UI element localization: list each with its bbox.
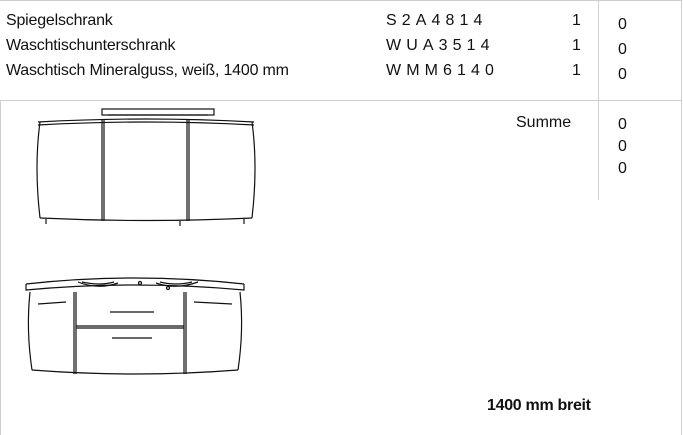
item-names: Spiegelschrank Waschtischunterschrank Wa… <box>6 8 289 83</box>
item-qty: 1 <box>572 11 581 29</box>
sum-value: 0 <box>618 160 627 177</box>
item-name: Waschtischunterschrank <box>6 36 176 54</box>
section-divider <box>0 100 682 101</box>
item-value: 0 <box>618 15 627 33</box>
item-name: Waschtisch Mineralguss, weiß, 1400 mm <box>6 61 289 79</box>
item-values: 0 0 0 <box>618 12 627 87</box>
item-name: Spiegelschrank <box>6 11 113 29</box>
width-label: 1400 mm breit <box>487 397 591 414</box>
item-value: 0 <box>618 40 627 58</box>
item-value: 0 <box>618 65 627 83</box>
code-row: S2A4814 <box>386 8 546 33</box>
article-code: WMM6140 <box>386 61 500 79</box>
mirror-cabinet-drawing <box>36 108 256 226</box>
item-qty: 1 <box>572 61 581 79</box>
vanity-unit-drawing <box>25 277 245 375</box>
item-qty-column: 1 1 1 <box>572 8 581 83</box>
code-row: WMM6140 <box>386 58 546 83</box>
sum-value: 0 <box>618 116 627 133</box>
page-border-right <box>681 0 682 435</box>
item-qty: 1 <box>572 36 581 54</box>
article-code: S2A4814 <box>386 11 488 29</box>
item-codes: S2A4814 WUA3514 WMM6140 <box>386 8 546 83</box>
page-border-left <box>0 100 1 435</box>
sum-values: 0 0 0 <box>618 114 627 180</box>
page-border-top <box>0 0 682 1</box>
code-row: WUA3514 <box>386 33 546 58</box>
sum-label: Summe <box>516 114 572 131</box>
sum-value: 0 <box>618 138 627 155</box>
article-code: WUA3514 <box>386 36 495 54</box>
